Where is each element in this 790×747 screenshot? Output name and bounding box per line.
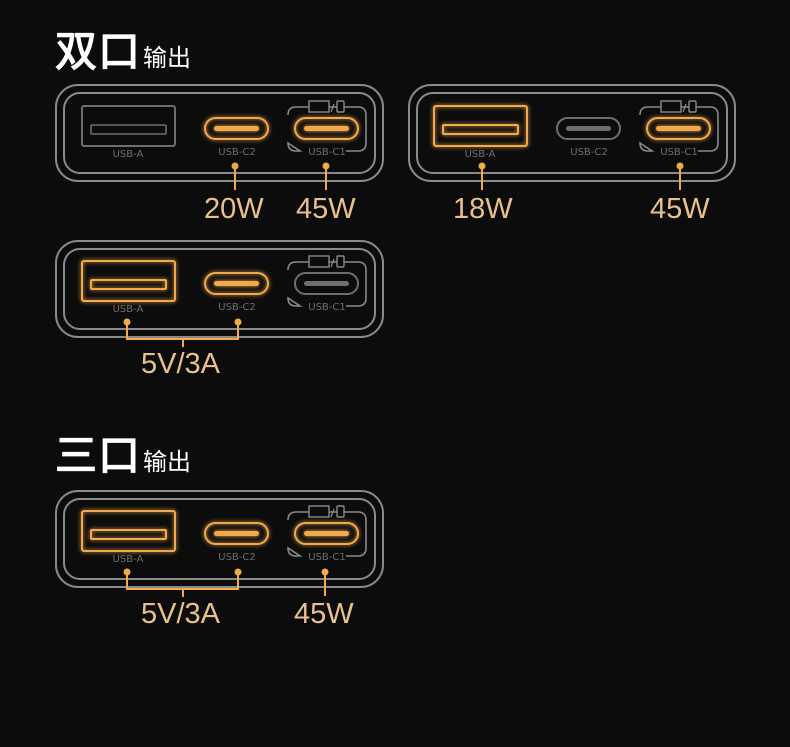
usb-c2-label: USB-C2 (570, 147, 607, 158)
phone-icon (336, 100, 345, 113)
output-label-shared: 5V/3A (141, 598, 220, 630)
laptop-icon (308, 100, 330, 113)
heading-sub: 输出 (143, 448, 192, 476)
output-label-shared: 5V/3A (141, 348, 220, 380)
laptop-icon (308, 505, 330, 518)
dual-output-heading: 双口输出 (55, 18, 191, 79)
usb-c2-label: USB-C2 (218, 302, 255, 313)
combo-2-panel: USB-A USB-C2 USB-C1 (408, 84, 736, 190)
phone-icon (688, 100, 697, 113)
combo-4-panel: USB-A USB-C2 USB-C1 (55, 490, 384, 597)
output-label-c2: 20W (204, 193, 264, 225)
usb-a-label: USB-A (465, 149, 496, 160)
output-label-c1: 45W (296, 193, 356, 225)
usb-c2-port (204, 117, 269, 140)
combo-1-panel: USB-A USB-C2 USB-C1 (55, 84, 384, 190)
output-label-a: 18W (453, 193, 513, 225)
phone-icon (336, 505, 345, 518)
usb-c1-label: USB-C1 (308, 147, 345, 158)
output-label-c1: 45W (650, 193, 710, 225)
usb-c2-label: USB-C2 (218, 552, 255, 563)
triple-output-heading: 三口输出 (55, 422, 191, 483)
usb-c1-label: USB-C1 (660, 147, 697, 158)
usb-a-label: USB-A (113, 304, 144, 315)
phone-icon (336, 255, 345, 268)
heading-main: 三口 (55, 431, 142, 480)
heading-sub: 输出 (143, 44, 192, 72)
usb-a-port: USB-A (81, 105, 176, 160)
usb-c2-port (556, 117, 621, 140)
heading-main: 双口 (55, 27, 142, 76)
usb-c1-label: USB-C1 (308, 552, 345, 563)
laptop-icon (660, 100, 682, 113)
usb-a-port (81, 510, 176, 552)
usb-c1-port (287, 255, 367, 307)
usb-c2-label: USB-C2 (218, 147, 255, 158)
usb-a-port (433, 105, 528, 147)
usb-c1-port (287, 505, 367, 557)
usb-c2-port (204, 272, 269, 295)
usb-c1-label: USB-C1 (308, 302, 345, 313)
usb-a-label: USB-A (113, 554, 144, 565)
usb-c2-port (204, 522, 269, 545)
usb-c1-port (639, 100, 719, 152)
usb-a-label: USB-A (113, 149, 144, 160)
combo-3-panel: USB-A USB-C2 USB-C1 (55, 240, 384, 347)
output-label-c1: 45W (294, 598, 354, 630)
usb-a-port (81, 260, 176, 302)
laptop-icon (308, 255, 330, 268)
usb-c1-port (287, 100, 367, 152)
